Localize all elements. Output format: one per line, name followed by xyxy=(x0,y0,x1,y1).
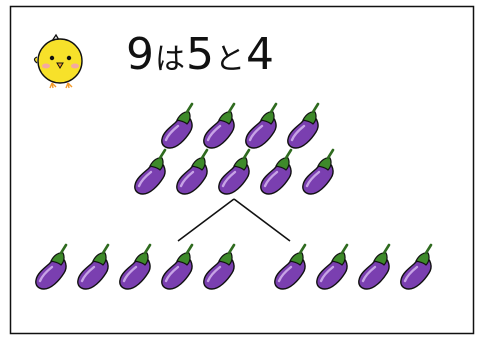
eggplant-icon xyxy=(399,243,433,291)
eggplant-icon xyxy=(76,243,110,291)
eggplant-icon xyxy=(273,243,307,291)
frame-border xyxy=(9,5,475,335)
top-row-2 xyxy=(133,148,335,196)
top-row-1 xyxy=(160,102,320,150)
eggplant-icon xyxy=(315,243,349,291)
left-group xyxy=(34,243,236,291)
eggplant-icon xyxy=(259,148,293,196)
eggplant-icon xyxy=(118,243,152,291)
eggplant-icon xyxy=(175,148,209,196)
title-part-a: 5 xyxy=(186,29,215,80)
eggplant-icon xyxy=(301,148,335,196)
split-line-left xyxy=(177,198,235,242)
eggplant-icon xyxy=(217,148,251,196)
right-group xyxy=(273,243,433,291)
title-part-b: 4 xyxy=(246,29,275,80)
title-particle-wa: は xyxy=(155,42,186,77)
title-particle-to: と xyxy=(215,42,246,77)
page-title: 9は5と4 xyxy=(126,30,275,80)
chick-icon xyxy=(33,33,83,89)
eggplant-icon xyxy=(202,102,236,150)
eggplant-icon xyxy=(160,243,194,291)
split-line-right xyxy=(233,198,291,242)
eggplant-icon xyxy=(244,102,278,150)
title-total: 9 xyxy=(126,29,155,80)
eggplant-icon xyxy=(357,243,391,291)
eggplant-icon xyxy=(286,102,320,150)
eggplant-icon xyxy=(160,102,194,150)
eggplant-icon xyxy=(133,148,167,196)
eggplant-icon xyxy=(202,243,236,291)
eggplant-icon xyxy=(34,243,68,291)
